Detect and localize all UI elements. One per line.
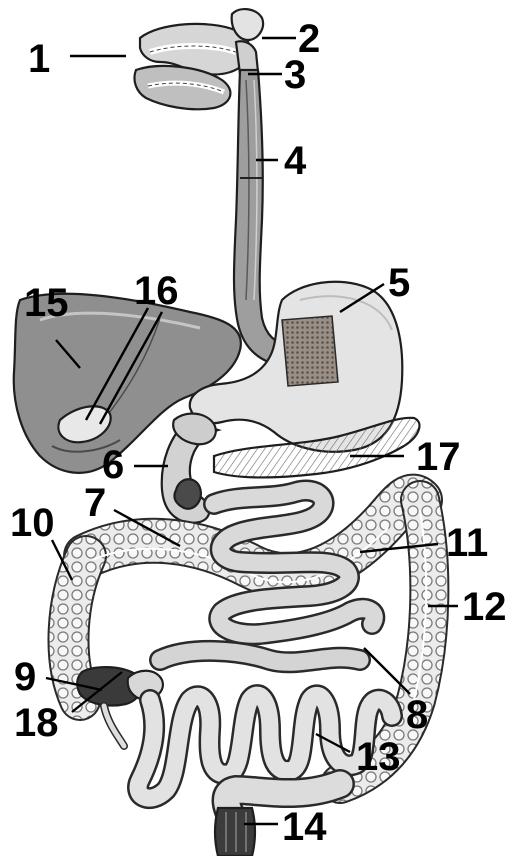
label-1: 1 [28,37,50,81]
label-14: 14 [282,805,327,849]
anal-canal [215,808,255,856]
label-8: 8 [406,693,428,737]
label-16: 16 [134,269,179,313]
label-7: 7 [84,481,106,525]
label-4: 4 [284,139,307,183]
label-10: 10 [10,501,55,545]
label-3: 3 [284,53,306,97]
oral-cavity [134,24,249,109]
label-17: 17 [416,435,461,479]
label-12: 12 [462,585,507,629]
appendix [104,706,124,746]
label-18: 18 [14,701,59,745]
label-9: 9 [14,655,36,699]
label-15: 15 [24,281,69,325]
label-11: 11 [446,521,488,565]
label-13: 13 [356,735,401,779]
label-5: 5 [388,261,410,305]
